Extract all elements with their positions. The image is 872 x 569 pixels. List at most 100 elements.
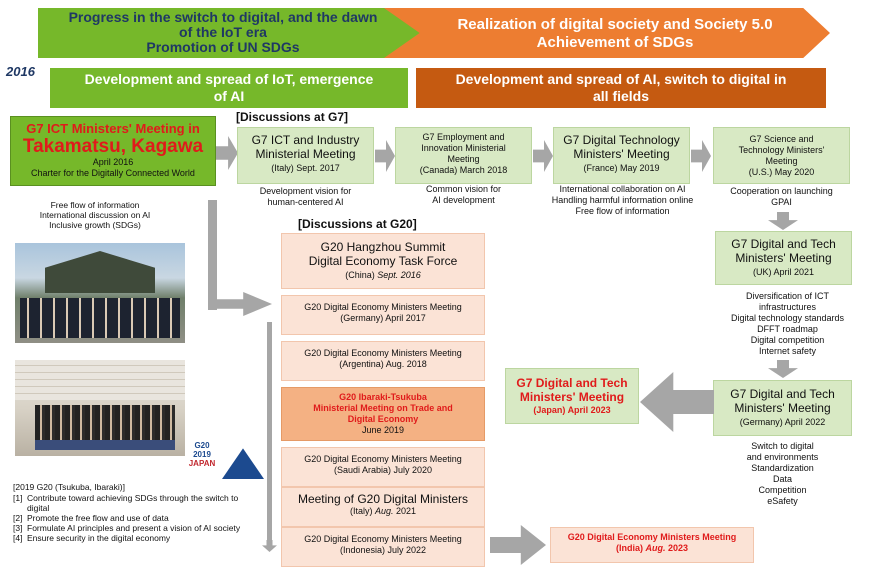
g7-note: Diversification of ICT: [745, 291, 830, 301]
connector-to-g20: [208, 200, 217, 310]
g20-box-title: G20 Hangzhou Summit: [320, 240, 446, 254]
ibaraki-item-text: Ensure security in the digital economy: [27, 533, 171, 543]
g7-meeting-canada-2018: G7 Employment and Innovation Ministerial…: [395, 127, 532, 184]
g7-note: Data: [772, 474, 792, 484]
g7-note: Cooperation on launching: [730, 186, 833, 196]
g7-box-title: Ministers' Meeting: [735, 251, 832, 265]
g20-timeline-line: [267, 322, 272, 544]
arrow-g7-3: [691, 140, 711, 172]
g7-box-title: G7 Employment and: [422, 132, 505, 142]
g7-meeting-uk-2021: G7 Digital and Tech Ministers' Meeting (…: [715, 231, 852, 285]
banner-left-line-3: Promotion of UN SDGs: [146, 39, 300, 55]
tsukuba-logo-icon: [222, 448, 264, 479]
g20-box-title: Ministerial Meeting on Trade and: [313, 403, 453, 413]
g7-box-date: (U.S.) May 2020: [748, 167, 815, 177]
subbanner-ai-line-2: all fields: [592, 88, 650, 104]
takamatsu-title-1: G7 ICT Ministers' Meeting in: [26, 121, 200, 136]
g7-box-date: (Canada) March 2018: [419, 165, 508, 175]
arrow-us-to-uk: [768, 212, 798, 230]
arrow-g7-2: [533, 140, 553, 172]
g7-box-title: G7 ICT and Industry: [251, 133, 360, 147]
ibaraki-item-num: [4]: [13, 533, 23, 543]
takamatsu-notes: Free flow of information International d…: [10, 200, 180, 230]
g7-note: International collaboration on AI: [559, 184, 686, 194]
g7-notes-us: Cooperation on launching GPAI: [713, 186, 850, 208]
g20-japan-logo: G20 2019 JAPAN: [187, 441, 217, 481]
g7-note: human-centered AI: [267, 197, 344, 207]
g20-saudi-2020: G20 Digital Economy Ministers Meeting (S…: [281, 447, 485, 487]
g7-meeting-italy-2017: G7 ICT and Industry Ministerial Meeting …: [237, 127, 374, 184]
g7-box-title: Meeting: [765, 156, 798, 166]
photo-g20-ibaraki: [15, 360, 185, 456]
g20-box-date: (Indonesia) July 2022: [339, 545, 427, 555]
g7-box-date: (UK) April 2021: [752, 267, 815, 277]
g7-meeting-france-2019: G7 Digital Technology Ministers' Meeting…: [553, 127, 690, 184]
g20-box-date: 2023: [665, 543, 689, 553]
g20-box-date: Sept. 2016: [377, 270, 421, 280]
arrow-indonesia-to-india: [490, 525, 546, 565]
ibaraki-item-num: [3]: [13, 523, 23, 533]
logo-text: 2019: [193, 450, 211, 459]
takamatsu-note: Free flow of information: [50, 200, 140, 210]
arrow-to-g20: [208, 292, 272, 316]
g20-box-title: Meeting of G20 Digital Ministers: [297, 492, 469, 506]
takamatsu-box: G7 ICT Ministers' Meeting in Takamatsu, …: [10, 116, 216, 186]
g7-box-date: (France) May 2019: [583, 163, 660, 173]
g7-meeting-us-2020: G7 Science and Technology Ministers' Mee…: [713, 127, 850, 184]
japan-box-title: Ministers' Meeting: [519, 390, 625, 404]
ibaraki-item: [2]Promote the free flow and use of data: [13, 513, 258, 523]
banner-right-line-2: Achievement of SDGs: [536, 34, 694, 51]
g7-note: infrastructures: [758, 302, 817, 312]
photo-building: [45, 251, 155, 293]
g7-note: Development vision for: [259, 186, 352, 196]
takamatsu-note: International discussion on AI: [39, 210, 151, 220]
g20-box-date: (Germany) April 2017: [340, 313, 426, 323]
g7-box-title: Ministers' Meeting: [573, 147, 670, 161]
g20-box-title: G20 Digital Economy Ministers Meeting: [304, 454, 462, 464]
g20-box-date: Aug.: [645, 543, 666, 553]
subbanner-iot-line-2: of AI: [213, 88, 245, 104]
ibaraki-outcomes: [2019 G20 (Tsukuba, Ibaraki)] [1]Contrib…: [13, 482, 258, 543]
g7-box-title: Meeting: [447, 154, 480, 164]
g20-box-title: G20 Digital Economy Ministers Meeting: [304, 348, 462, 358]
subbanner-ai: Development and spread of AI, switch to …: [416, 68, 826, 108]
takamatsu-title-2: Takamatsu, Kagawa: [22, 136, 204, 157]
g7-box-title: G7 Digital and Tech: [731, 237, 836, 251]
subbanner-iot: Development and spread of IoT, emergence…: [50, 68, 408, 108]
arrow-g7-1: [375, 140, 395, 172]
g7-meeting-japan-2023: G7 Digital and Tech Ministers' Meeting (…: [505, 368, 639, 424]
g20-germany-2017: G20 Digital Economy Ministers Meeting (G…: [281, 295, 485, 335]
logo-text: JAPAN: [188, 459, 216, 468]
g7-notes-italy: Development vision for human-centered AI: [237, 186, 374, 208]
g7-note: Handling harmful information online: [551, 195, 694, 205]
g20-box-title: G20 Digital Economy Ministers Meeting: [567, 532, 737, 542]
g20-box-date: (Italy): [349, 506, 375, 516]
g7-note: Digital competition: [750, 335, 825, 345]
g20-box-date: June 2019: [361, 425, 405, 435]
g7-meeting-germany-2022: G7 Digital and Tech Ministers' Meeting (…: [713, 380, 852, 436]
g7-box-title: Ministerial Meeting: [255, 147, 356, 161]
g20-hangzhou-2016: G20 Hangzhou Summit Digital Economy Task…: [281, 233, 485, 289]
banner-realization-text: Realization of digital society and Socie…: [430, 16, 800, 52]
ibaraki-item-text: Contribute toward achieving SDGs through…: [27, 493, 239, 513]
g20-box-title: G20 Digital Economy Ministers Meeting: [304, 302, 462, 312]
g20-box-date: (Saudi Arabia) July 2020: [333, 465, 433, 475]
g7-notes-germany: Switch to digital and environments Stand…: [713, 441, 852, 507]
g20-ibaraki-2019: G20 Ibaraki-Tsukuba Ministerial Meeting …: [281, 387, 485, 441]
g7-box-title: G7 Digital Technology: [563, 133, 680, 147]
g7-note: Free flow of information: [575, 206, 670, 216]
g7-note: and environments: [746, 452, 819, 462]
g7-notes-france: International collaboration on AI Handli…: [540, 184, 705, 217]
photo-stairs: [15, 360, 185, 400]
g20-heading: [Discussions at G20]: [298, 217, 417, 231]
g7-box-title: Technology Ministers': [738, 145, 825, 155]
g7-notes-canada: Common vision for AI development: [395, 184, 532, 206]
g7-note: AI development: [432, 195, 495, 205]
ibaraki-item-text: Formulate AI principles and present a vi…: [27, 523, 241, 533]
g20-box-date: (China): [345, 270, 378, 280]
g20-india-2023: G20 Digital Economy Ministers Meeting (I…: [550, 527, 754, 563]
ibaraki-title: [2019 G20 (Tsukuba, Ibaraki)]: [13, 482, 125, 492]
g7-box-title: G7 Science and: [749, 134, 814, 144]
g20-box-date: 2021: [393, 506, 417, 516]
photo-people-row: [20, 298, 180, 338]
